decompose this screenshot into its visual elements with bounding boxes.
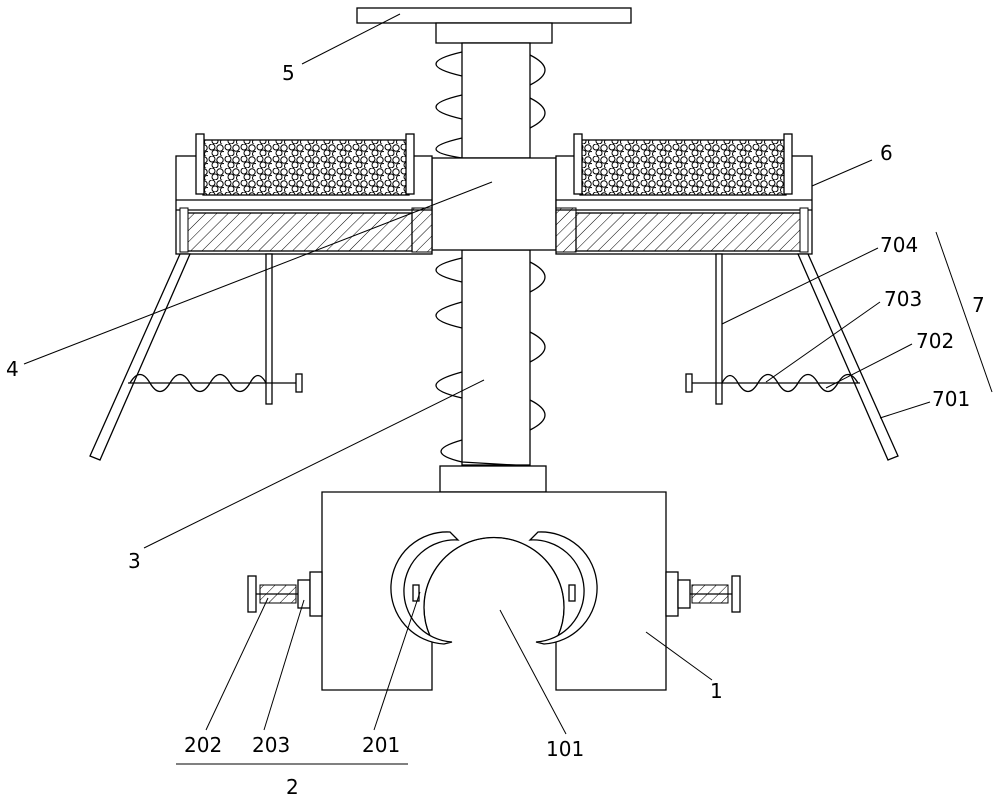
- label-2: 2: [286, 775, 299, 799]
- bracket-7: [935, 231, 993, 393]
- base-collar: [439, 465, 547, 493]
- label-1: 1: [710, 679, 723, 703]
- label-704: 704: [880, 233, 918, 257]
- label-3: 3: [128, 549, 141, 573]
- central-block: [431, 157, 557, 251]
- top-collar: [435, 22, 553, 44]
- leader-4: [23, 181, 493, 365]
- lower-column: [461, 249, 531, 466]
- left-screw-assembly: [247, 571, 323, 617]
- base-block: [321, 491, 667, 691]
- label-201: 201: [362, 733, 400, 757]
- leader-704: [721, 247, 879, 325]
- upper-column: [461, 42, 531, 159]
- leader-702: [825, 343, 913, 389]
- label-7: 7: [972, 293, 985, 317]
- leader-703: [765, 301, 881, 383]
- leader-101: [499, 609, 567, 735]
- label-101: 101: [546, 737, 584, 761]
- right-arm-assembly: [685, 253, 899, 461]
- leader-6: [811, 159, 873, 187]
- left-arm-assembly: [89, 253, 303, 461]
- right-screw-assembly: [665, 571, 741, 617]
- label-702: 702: [916, 329, 954, 353]
- upper-spring: [435, 51, 546, 159]
- label-203: 203: [252, 733, 290, 757]
- leader-201: [373, 591, 421, 731]
- leader-202: [205, 597, 269, 731]
- left-tray: [175, 133, 433, 255]
- leader-3: [143, 379, 485, 549]
- right-clamp-pad: [528, 531, 598, 645]
- leader-5: [301, 13, 401, 65]
- label-202: 202: [184, 733, 222, 757]
- lower-spring: [435, 257, 546, 467]
- clamp-ring: [423, 537, 565, 641]
- label-701: 701: [932, 387, 970, 411]
- leader-203: [263, 599, 305, 731]
- label-5: 5: [282, 61, 295, 85]
- label-4: 4: [6, 357, 19, 381]
- leader-701: [879, 401, 931, 419]
- right-tray: [555, 133, 813, 255]
- left-clamp-pad: [390, 531, 460, 645]
- leader-1: [645, 631, 713, 681]
- label-6: 6: [880, 141, 893, 165]
- label-703: 703: [884, 287, 922, 311]
